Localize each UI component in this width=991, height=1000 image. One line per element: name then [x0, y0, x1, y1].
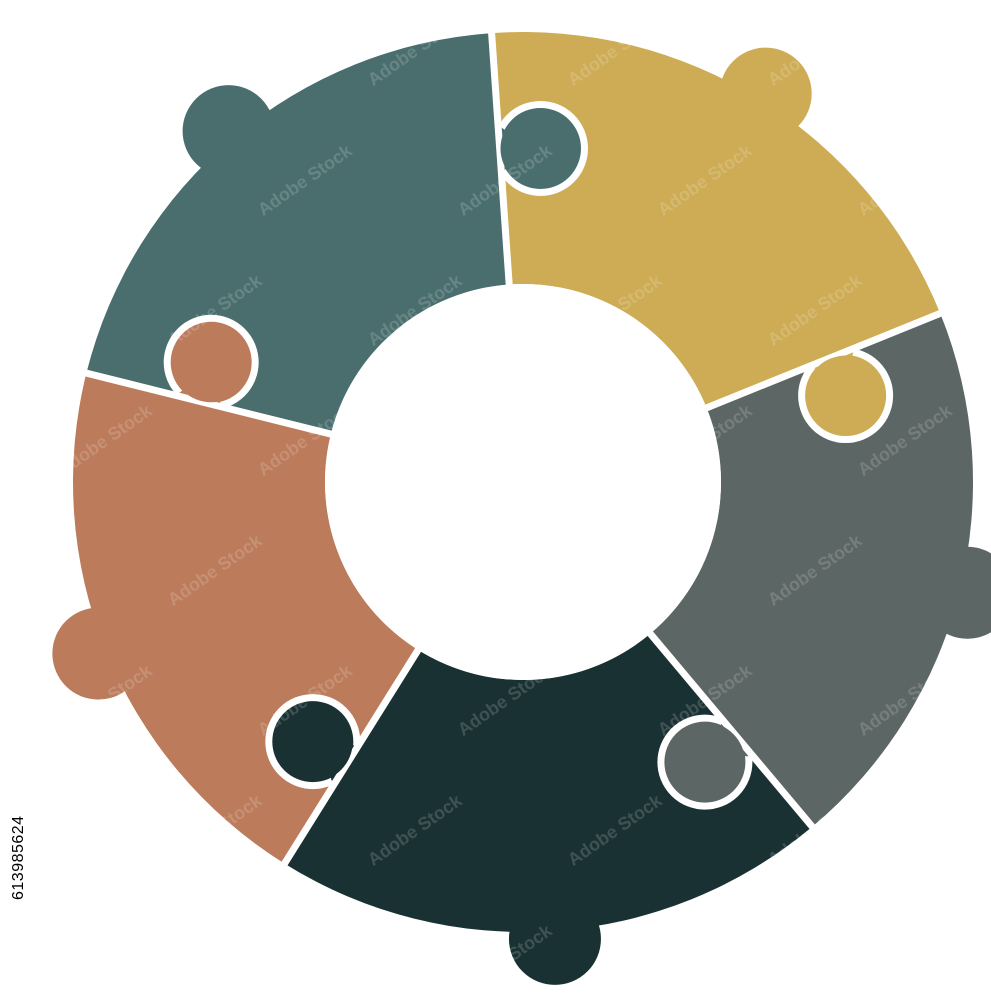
- puzzle-piece-teal-side-tab-fill: [500, 108, 581, 189]
- puzzle-piece-teal-outer-knob: [182, 85, 275, 178]
- puzzle-piece-dark-green: [284, 633, 813, 985]
- puzzle-piece-terracotta-outer-knob: [52, 607, 145, 700]
- puzzle-piece-dark-green-outer-knob: [508, 892, 601, 985]
- puzzle-piece-terracotta-side-tab-fill: [171, 322, 252, 403]
- stock-id-label: 613985624: [10, 815, 27, 900]
- center-hole: [325, 284, 721, 680]
- puzzle-piece-mustard-body: [491, 31, 941, 408]
- puzzle-piece-dark-green-body: [284, 633, 813, 932]
- puzzle-piece-mustard-outer-knob: [719, 47, 812, 140]
- puzzle-piece-slate-gray-outer-knob: [921, 546, 991, 639]
- piece-separator: [703, 309, 944, 412]
- puzzle-piece-slate-gray-body: [650, 313, 973, 827]
- piece-separator: [83, 369, 334, 438]
- puzzle-piece-slate-gray: [650, 313, 991, 827]
- puzzle-piece-mustard: [491, 31, 941, 408]
- piece-separator: [487, 30, 513, 287]
- puzzle-piece-slate-gray-side-tab-fill: [664, 722, 745, 803]
- piece-separator: [280, 646, 423, 868]
- piece-separator: [646, 629, 817, 831]
- puzzle-piece-dark-green-side-tab-fill: [272, 701, 353, 782]
- puzzle-piece-mustard-side-tab-fill: [805, 355, 886, 436]
